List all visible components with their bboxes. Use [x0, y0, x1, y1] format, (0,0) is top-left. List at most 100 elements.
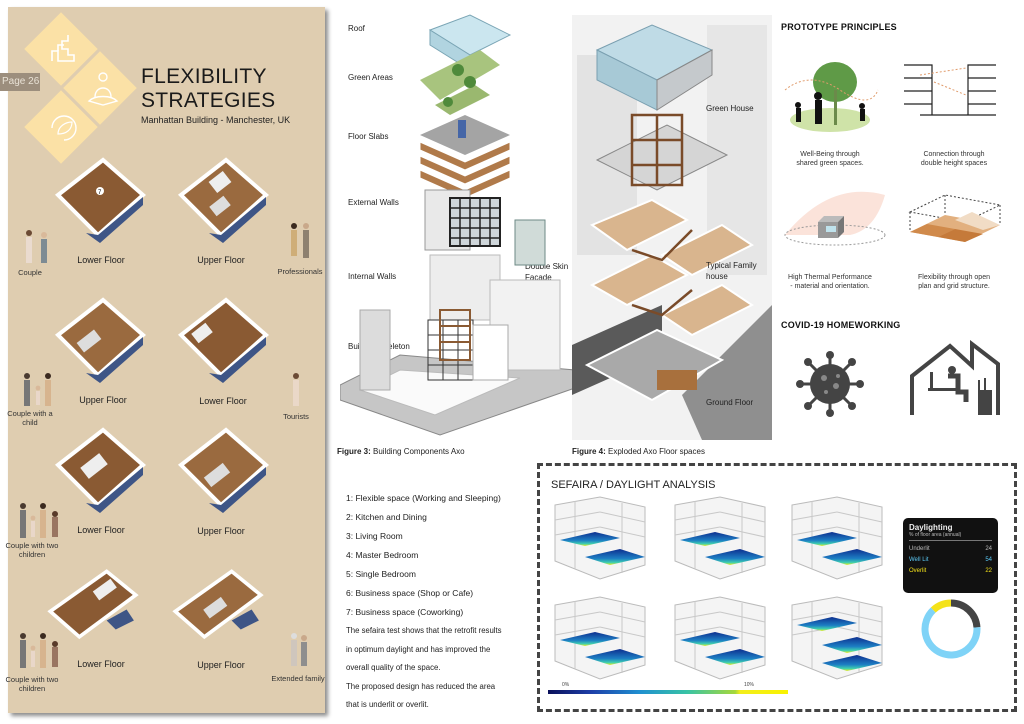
open-grid-plan-icon [908, 194, 1002, 242]
daylight-title: SEFAIRA / DAYLIGHT ANALYSIS [551, 479, 716, 491]
floor-plan-upper-family [177, 427, 270, 513]
floor-plan-upper-couple [177, 157, 270, 243]
donut-segment-overlit [930, 599, 952, 613]
floor-plan-lower-family [54, 427, 147, 513]
page-number-badge: Page 26 [0, 73, 40, 91]
popup-subtitle: % of floor area (annual) [909, 532, 992, 541]
row-label: Underlit [909, 546, 930, 552]
component-label: Roof [348, 24, 365, 33]
floor-plan-lower-couple-child [177, 297, 270, 383]
legend-item: 5: Single Bedroom [346, 569, 416, 579]
principle-caption: Well-Being through shared green spaces. [775, 150, 885, 168]
caption-bold: Figure 4: [572, 447, 606, 456]
tourist-figure-icon [293, 373, 299, 406]
couple-figures-icon [26, 230, 47, 263]
thermal-box-icon [784, 191, 886, 246]
plan-label: Lower Floor [77, 525, 125, 535]
daylight-render [674, 596, 766, 680]
floor-label: Typical Family house [706, 261, 757, 281]
daylight-scale-bar [548, 690, 788, 694]
floor-plan-lower-extended [47, 569, 139, 640]
daylight-analysis-box: SEFAIRA / DAYLIGHT ANALYSIS [537, 463, 1017, 712]
component-label: External Walls [348, 198, 399, 207]
building-components-axo [340, 14, 576, 436]
meditation-person-icon [87, 72, 119, 106]
principle-caption: Connection through double height spaces [899, 150, 1009, 168]
family-figures-icon [20, 503, 58, 538]
persona-label: Extended family [271, 674, 325, 683]
principles-heading: PROTOTYPE PRINCIPLES [781, 22, 897, 32]
persona-label: Couple [18, 268, 42, 277]
plan-label: Upper Floor [197, 526, 245, 536]
caption-text: Exploded Axo Floor spaces [605, 447, 705, 456]
daylight-render [554, 596, 646, 680]
daylight-donut-chart [921, 599, 981, 659]
home-office-icon [910, 340, 1000, 415]
plan-label: Lower Floor [77, 659, 125, 669]
row-label: Overlit [909, 568, 927, 574]
popup-row-welllit: Well Lit 54 [909, 555, 992, 566]
caption-bold: Figure 3: [337, 447, 371, 456]
caption-line: double height spaces [920, 160, 988, 167]
popup-row-underlit: Underlit 24 [909, 544, 992, 555]
title-line-1: FLEXIBILITY [141, 65, 267, 88]
caption-line: shared green spaces. [796, 160, 864, 167]
analysis-text-line: The proposed design has reduced the area [346, 681, 496, 691]
double-height-section-icon [904, 64, 996, 116]
principle-caption: High Thermal Performance - material and … [775, 273, 885, 291]
exploded-axo-floors [572, 15, 772, 440]
daylight-render [791, 596, 883, 680]
persona-label: Couple with two children [5, 541, 59, 559]
analysis-text-line: in optimum daylight and has improved the [346, 644, 491, 654]
popup-row-overlit: Overlit 22 [909, 566, 992, 577]
double-skin-line1: Double Skin [525, 262, 569, 271]
page-subtitle: Manhattan Building - Manchester, UK [141, 115, 291, 125]
double-skin-line2: Facade [525, 273, 552, 282]
analysis-text-line: The sefaira test shows that the retrofit… [346, 626, 502, 635]
persona-label: Couple with two children [5, 675, 59, 693]
title-line-2: STRATEGIES [141, 89, 276, 112]
caption-line: High Thermal Performance [788, 274, 872, 281]
persona-label: Couple with a child [7, 409, 53, 427]
row-value: 22 [985, 568, 992, 574]
legend-item: 6: Business space (Shop or Cafe) [346, 588, 474, 598]
row-value: 54 [985, 557, 992, 563]
scale-min-label: 0% [562, 682, 570, 688]
principle-caption: Flexibility through open plan and grid s… [899, 273, 1009, 291]
virus-icon [796, 351, 864, 417]
component-label: Green Areas [348, 73, 393, 82]
page-title: FLEXIBILITY STRATEGIES [141, 65, 275, 113]
figure-4-caption: Figure 4: Exploded Axo Floor spaces [572, 447, 705, 456]
floor-plan-upper-extended [172, 569, 264, 640]
plan-label: Upper Floor [197, 660, 245, 670]
component-label: Internal Walls [348, 272, 397, 281]
caption-line: Connection through [923, 151, 985, 158]
component-label: Floor Slabs [348, 132, 389, 141]
legend-item: 1: Flexible space (Working and Sleeping) [346, 493, 501, 503]
plan-label: Upper Floor [197, 255, 245, 265]
floor-plan-lower-couple: 7 [54, 157, 147, 243]
plan-label: Upper Floor [79, 395, 127, 405]
legend-item: 2: Kitchen and Dining [346, 512, 427, 522]
plan-label: Lower Floor [199, 396, 247, 406]
legend-item: 7: Business space (Coworking) [346, 607, 464, 617]
floor-label: Green House [706, 104, 754, 113]
analysis-text-line: that is underlit or overlit. [346, 700, 429, 709]
professionals-figures-icon [291, 223, 309, 258]
covid-heading: COVID-19 HOMEWORKING [781, 320, 901, 330]
family-figures-icon [20, 633, 58, 668]
legend-item: 3: Living Room [346, 531, 403, 541]
persona-label: Tourists [283, 412, 309, 421]
caption-line: plan and grid structure. [918, 283, 990, 290]
popup-title: Daylighting [909, 523, 953, 532]
scale-max-label: 10% [744, 682, 755, 688]
caption-line: - material and orientation. [790, 283, 870, 290]
floor-label: Ground Floor [706, 398, 754, 407]
couple-with-child-figures-icon [24, 373, 51, 406]
caption-line: Flexibility through open [918, 274, 990, 281]
tetris-blocks-icon [51, 35, 75, 62]
recycle-leaf-icon [51, 115, 77, 141]
green-space-people-icon [784, 62, 879, 132]
caption-text: Building Components Axo [370, 447, 465, 456]
room-legend: 1: Flexible space (Working and Sleeping)… [346, 489, 536, 715]
